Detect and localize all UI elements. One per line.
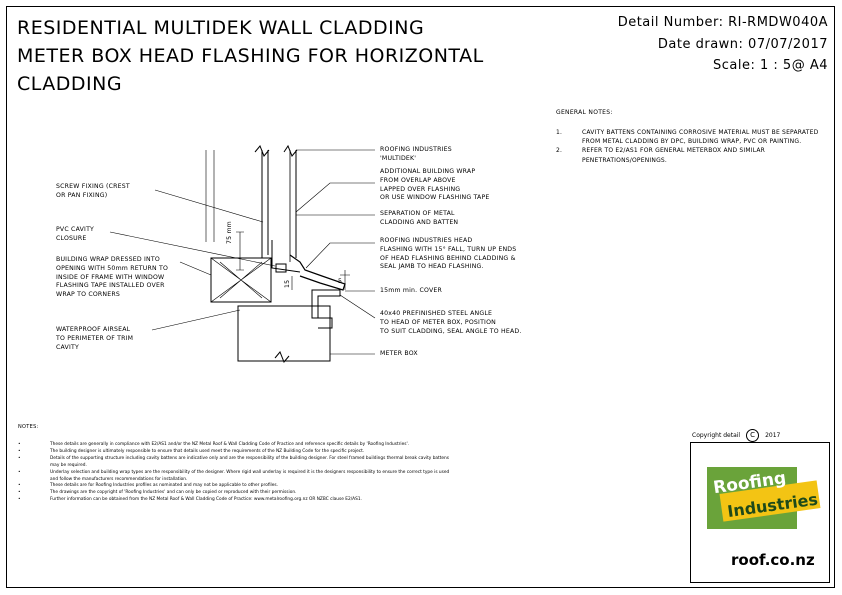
copyright-year: 2017 xyxy=(765,432,781,439)
upper-wall-outline xyxy=(261,150,297,258)
notes-list: •These details are generally in complian… xyxy=(18,442,458,504)
timber-lintel xyxy=(210,257,272,303)
note-item: •Details of the supporting structure inc… xyxy=(18,456,458,470)
note-item: •Underlay selection and building wrap ty… xyxy=(18,470,458,484)
steel-angle xyxy=(311,289,341,319)
note-text: Details of the supporting structure incl… xyxy=(50,455,450,468)
drawing-title: RESIDENTIAL MULTIDEK WALL CLADDING METER… xyxy=(17,14,484,98)
note-item: •These details are for Roofing Industrie… xyxy=(18,483,278,489)
leader-head-flashing xyxy=(305,242,375,269)
leader-airseal xyxy=(151,309,241,331)
label-angle: 40x40 PREFINISHED STEEL ANGLE TO HEAD OF… xyxy=(380,310,522,335)
leader-screw xyxy=(154,189,264,223)
label-wrap-dressed: BUILDING WRAP DRESSED INTO OPENING WITH … xyxy=(56,256,169,299)
note-item: •The building designer is ultimately res… xyxy=(18,448,365,454)
note-text: Underlay selection and building wrap typ… xyxy=(50,469,450,482)
logo-box: Roofing Industries roof.co.nz xyxy=(690,442,830,583)
flashing-upstand xyxy=(271,240,301,273)
leader-wrap-dressed xyxy=(179,261,212,276)
label-head-flashing: ROOFING INDUSTRIES HEAD FLASHING WITH 15… xyxy=(380,237,517,271)
dimension-15-label: 15 xyxy=(284,279,291,288)
label-separation: SEPARATION OF METAL CLADDING AND BATTEN xyxy=(380,210,459,226)
label-building-wrap: ADDITIONAL BUILDING WRAP FROM OVERLAP AB… xyxy=(380,168,490,202)
general-notes-list: 1. CAVITY BATTENS CONTAINING CORROSIVE M… xyxy=(556,128,826,165)
note-item: •These details are generally in complian… xyxy=(18,442,410,447)
label-meter-box: METER BOX xyxy=(380,350,418,357)
dimension-75 xyxy=(236,231,244,271)
meter-box xyxy=(237,305,331,362)
general-note-text: REFER TO E2/AS1 FOR GENERAL METERBOX AND… xyxy=(582,147,766,164)
note-text: These details are generally in complianc… xyxy=(50,442,410,447)
label-cover: 15mm min. COVER xyxy=(380,287,443,294)
wall-stud xyxy=(205,150,215,242)
notes-title: NOTES: xyxy=(18,424,39,430)
cavity-closure xyxy=(275,263,287,273)
roofing-industries-logo: Roofing Industries roof.co.nz xyxy=(707,467,821,569)
title-line: CLADDING xyxy=(17,73,123,95)
lintel-hatch xyxy=(210,257,272,303)
leader-angle xyxy=(339,294,376,319)
label-pvc-cavity: PVC CAVITY CLOSURE xyxy=(56,226,95,242)
leader-wrap xyxy=(295,182,375,213)
general-note-number: 2. xyxy=(556,147,563,155)
dimension-5-label: 5 xyxy=(338,278,343,285)
title-block-info: Detail Number: RI-RMDW040A Date drawn: 0… xyxy=(618,12,828,77)
drawing-frame xyxy=(6,6,835,588)
head-flashing xyxy=(289,254,346,291)
detail-number: Detail Number: RI-RMDW040A xyxy=(617,15,828,30)
note-text: Further information can be obtained from… xyxy=(50,497,362,503)
general-note-item: 2. REFER TO E2/AS1 FOR GENERAL METERBOX … xyxy=(556,146,826,164)
logo-yellow-panel xyxy=(719,480,821,522)
title-line: METER BOX HEAD FLASHING FOR HORIZONTAL xyxy=(17,45,484,67)
dimension-5 xyxy=(340,270,350,290)
meter-box-lip xyxy=(318,317,333,329)
break-marks-bottom xyxy=(274,351,290,363)
general-note-text: CAVITY BATTENS CONTAINING CORROSIVE MATE… xyxy=(582,129,819,146)
date-drawn: Date drawn: 07/07/2017 xyxy=(657,36,828,52)
general-notes-title: GENERAL NOTES: xyxy=(556,109,613,116)
break-marks-top xyxy=(254,144,298,157)
copyright-icon: C xyxy=(746,429,760,442)
note-text: The building designer is ultimately resp… xyxy=(50,448,365,454)
note-text: The drawings are the copyright of 'Roofi… xyxy=(50,490,297,496)
note-text: These details are for Roofing Industries… xyxy=(50,483,278,489)
title-line: RESIDENTIAL MULTIDEK WALL CLADDING xyxy=(17,17,425,39)
label-roofing-multidek: ROOFING INDUSTRIES 'MULTIDEK' xyxy=(380,146,452,162)
label-screw-fixing: SCREW FIXING (CREST OR PAN FIXING) xyxy=(56,183,130,199)
note-item: •The drawings are the copyright of 'Roof… xyxy=(18,490,297,496)
dimension-75-label: 75 mm xyxy=(226,221,233,244)
logo-url: roof.co.nz xyxy=(731,551,815,569)
label-airseal: WATERPROOF AIRSEAL TO PERIMETER OF TRIM … xyxy=(56,326,134,351)
note-item: •Further information can be obtained fro… xyxy=(18,497,362,503)
copyright-text: Copyright detail xyxy=(692,432,741,439)
general-note-item: 1. CAVITY BATTENS CONTAINING CORROSIVE M… xyxy=(556,128,826,146)
copyright-line: Copyright detail C 2017 xyxy=(692,429,780,442)
scale: Scale: 1 : 5@ A4 xyxy=(713,58,828,73)
leader-pvc xyxy=(109,231,276,267)
general-note-number: 1. xyxy=(556,129,563,136)
